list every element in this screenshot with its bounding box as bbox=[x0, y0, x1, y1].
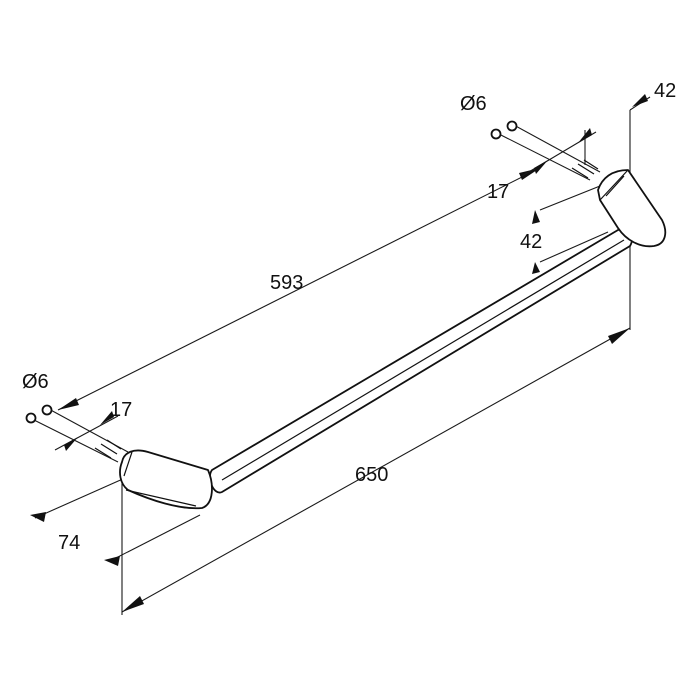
label-bracket-depth-side: 42 bbox=[520, 231, 542, 253]
screw-left bbox=[25, 404, 129, 463]
screw-right bbox=[490, 120, 601, 181]
label-projection: 74 bbox=[58, 532, 80, 554]
dimension-line-593 bbox=[57, 167, 541, 411]
dimension-line-42-top bbox=[629, 94, 651, 111]
extension-lines bbox=[34, 110, 631, 615]
dimension-line-650 bbox=[121, 327, 631, 613]
bracket-right bbox=[597, 169, 667, 248]
label-screw-diameter-right: Ø6 bbox=[460, 93, 487, 115]
label-screw-length-left: 17 bbox=[110, 399, 132, 421]
bracket-left bbox=[119, 449, 213, 510]
dimension-line-17-right bbox=[521, 128, 597, 177]
label-screw-diameter-left: Ø6 bbox=[22, 371, 49, 393]
label-bracket-depth-top: 42 bbox=[654, 80, 676, 102]
towel-bar bbox=[209, 228, 633, 494]
dimension-line-74 bbox=[30, 512, 120, 566]
label-center-distance: 593 bbox=[270, 272, 303, 294]
dimension-line-42-side bbox=[532, 210, 540, 274]
dimension-labels: 650 593 74 42 42 17 17 Ø6 Ø6 bbox=[22, 80, 676, 554]
label-screw-length-right: 17 bbox=[487, 181, 509, 203]
label-overall-length: 650 bbox=[355, 464, 388, 486]
